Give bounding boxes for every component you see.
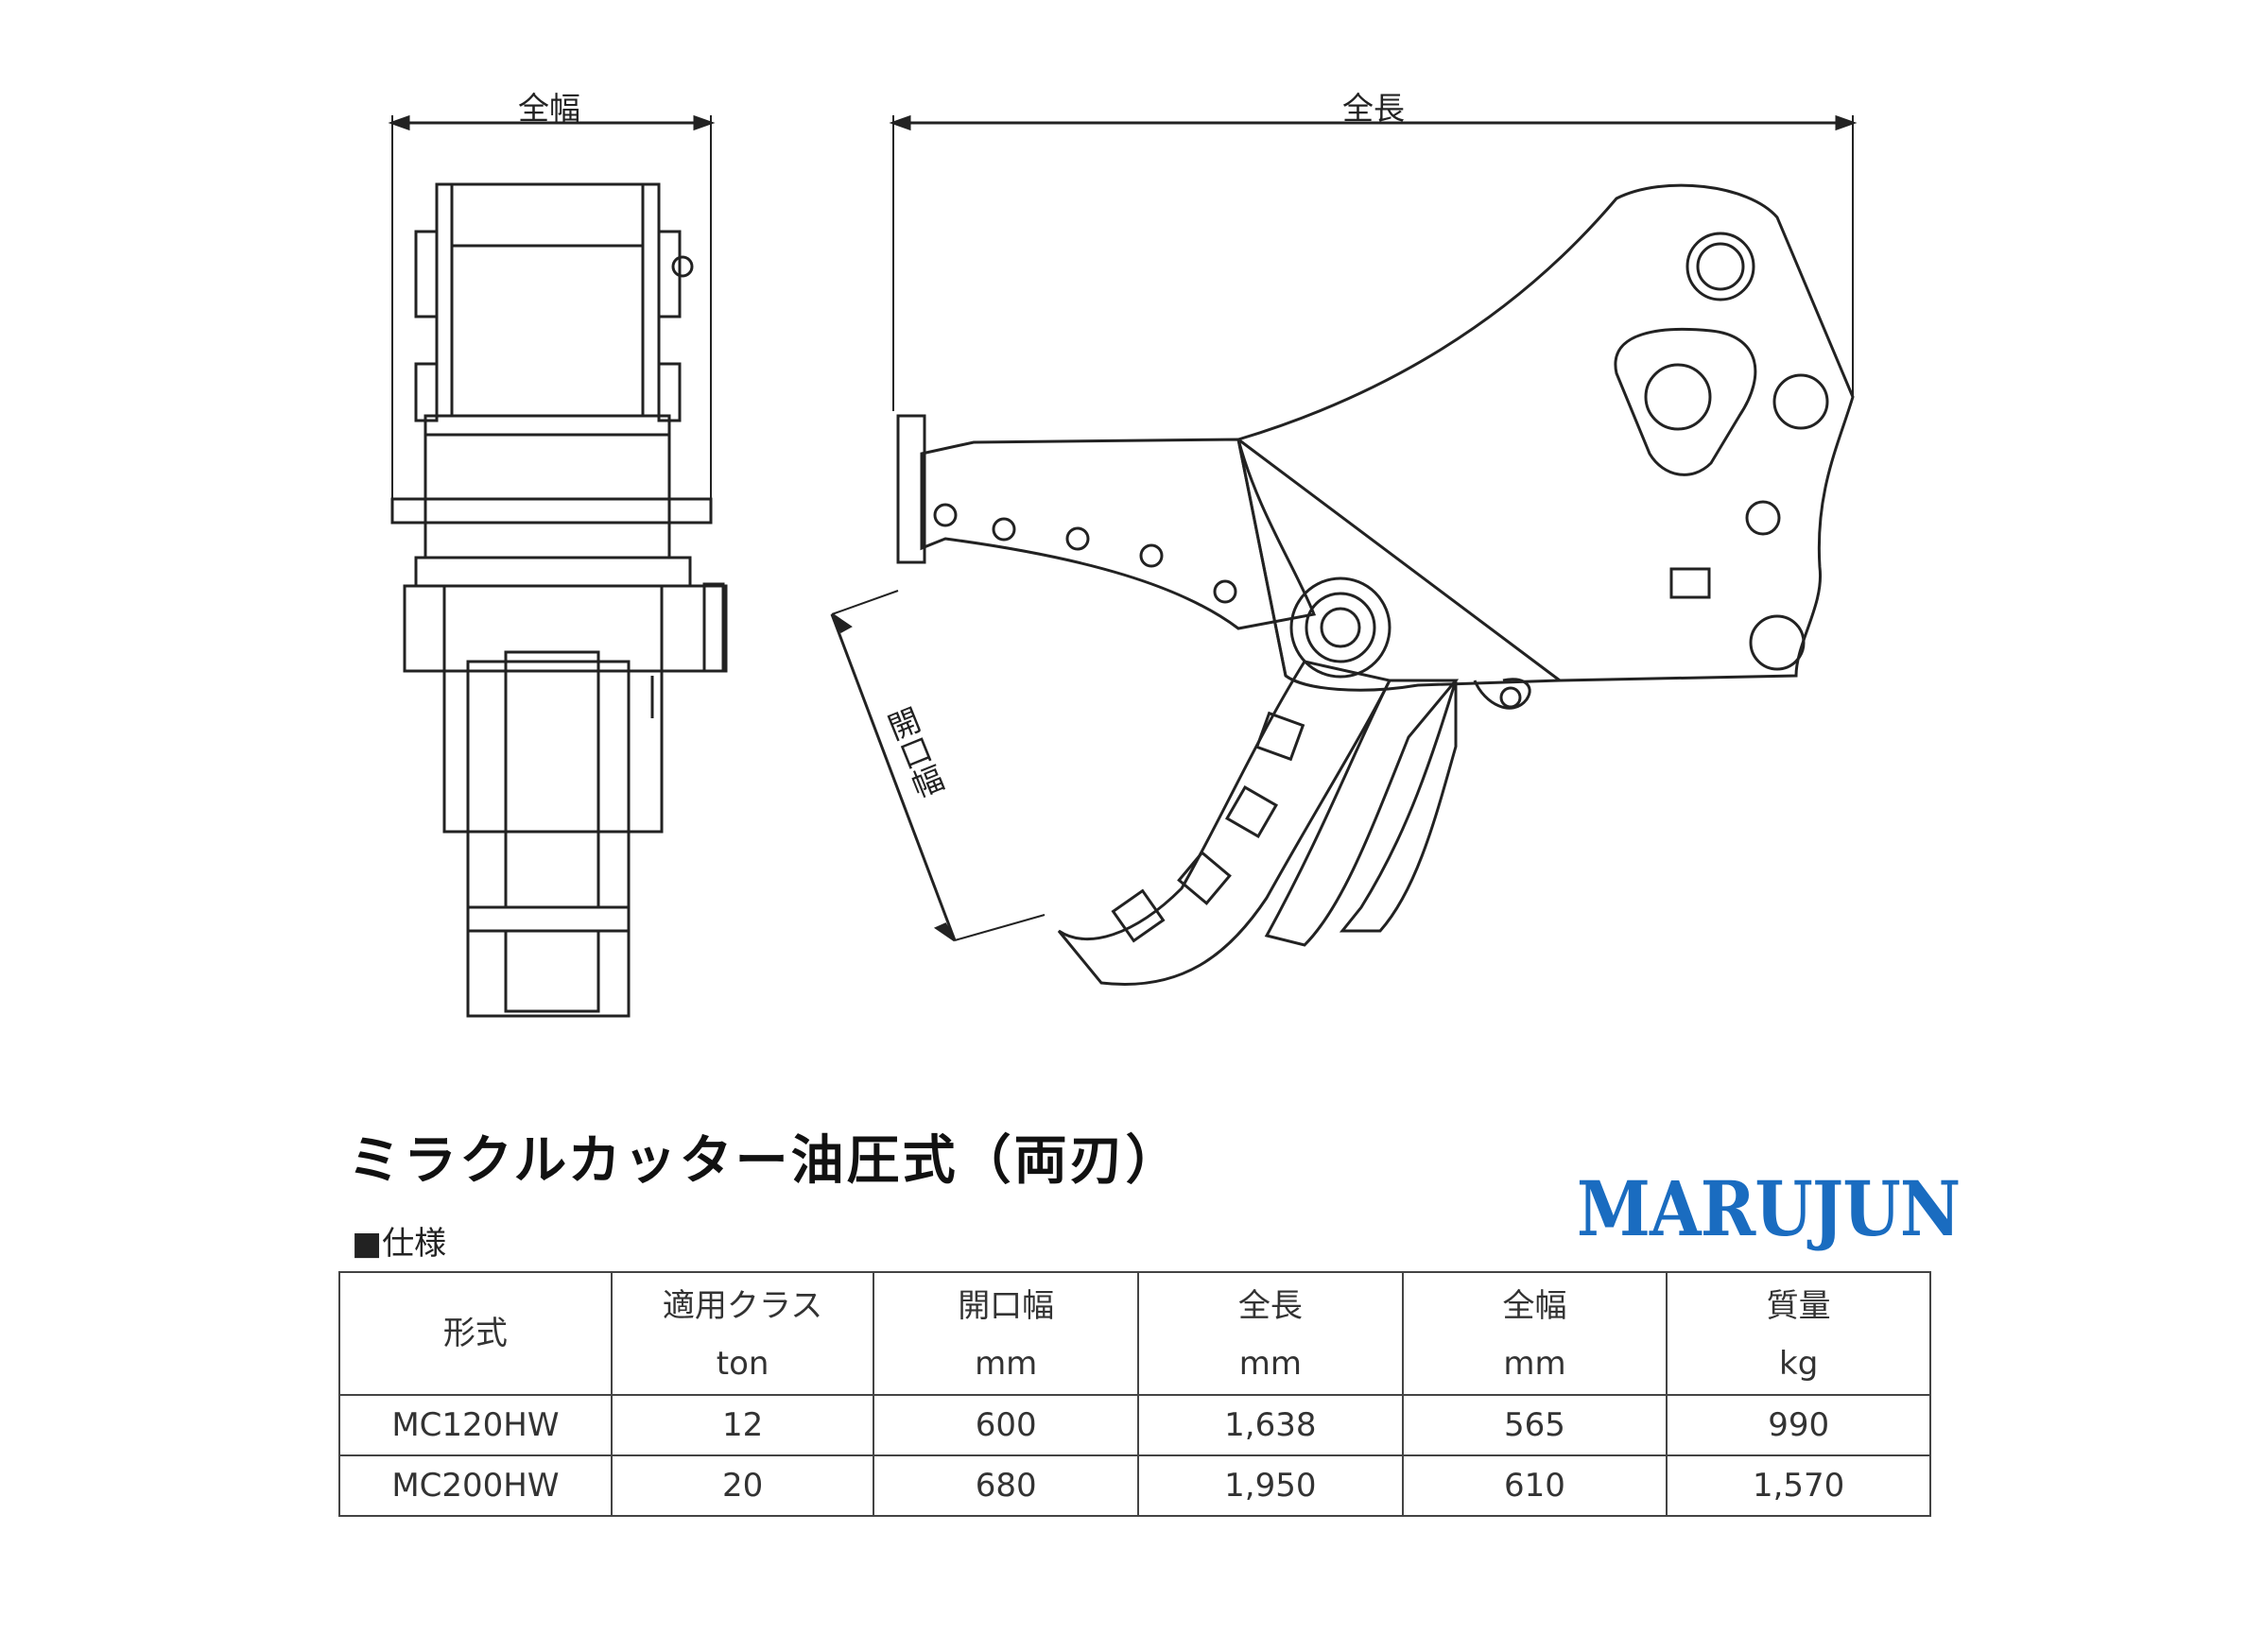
technical-drawing [388, 114, 1858, 1018]
table-row: MC120HW 12 600 1,638 565 990 [338, 1394, 1931, 1456]
spec-section-label: ■仕様 [352, 1225, 447, 1263]
side-length-dimension [889, 114, 1858, 411]
table-cell: 990 [1666, 1394, 1931, 1456]
table-cell: MC120HW [338, 1394, 613, 1456]
column-header: 形式 [338, 1271, 613, 1396]
width-dimension-label: 全幅 [518, 90, 580, 127]
front-width-dimension [388, 114, 716, 510]
table-cell: 1,638 [1137, 1394, 1404, 1456]
table-cell: 600 [873, 1394, 1139, 1456]
table-cell: 1,950 [1137, 1454, 1404, 1517]
table-cell: 565 [1401, 1394, 1668, 1456]
front-view [390, 182, 728, 1018]
table-cell: 610 [1401, 1454, 1668, 1517]
table-cell: 20 [610, 1454, 875, 1517]
table-cell: 12 [610, 1394, 875, 1456]
length-dimension-label: 全長 [1342, 90, 1405, 127]
side-view [896, 183, 1855, 986]
brand-logo: MARUJUN [1577, 1164, 1961, 1253]
opening-dimension [830, 590, 1046, 942]
table-cell: 1,570 [1666, 1454, 1931, 1517]
table-cell: 680 [873, 1454, 1139, 1517]
product-title: ミラクルカッター油圧式（両刃） [348, 1130, 1182, 1192]
table-cell: MC200HW [338, 1454, 613, 1517]
table-row: MC200HW 20 680 1,950 610 1,570 [338, 1454, 1931, 1517]
